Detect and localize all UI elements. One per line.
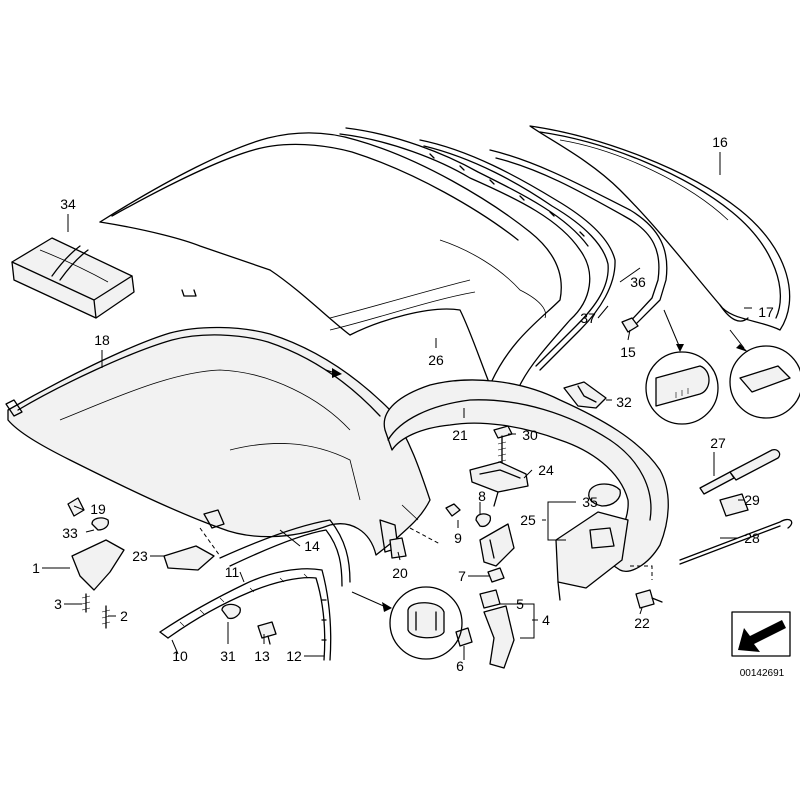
callout-33: 33 <box>62 525 78 541</box>
callout-4: 4 <box>542 612 550 628</box>
callout-11: 11 <box>225 564 240 580</box>
callout-16: 16 <box>712 134 728 150</box>
callout-36: 36 <box>630 274 646 290</box>
callout-8: 8 <box>478 488 486 504</box>
callout-25: 25 <box>520 512 536 528</box>
callout-30: 30 <box>522 427 538 443</box>
callout-37: 37 <box>580 310 596 326</box>
callout-31: 31 <box>220 648 236 664</box>
callout-20: 20 <box>392 565 408 581</box>
tools <box>679 448 793 565</box>
callout-27: 27 <box>710 435 726 451</box>
part-31-part-13 <box>221 603 277 645</box>
assembly-lines <box>199 527 653 580</box>
callout-10: 10 <box>172 648 188 664</box>
part-16-rear-glass <box>529 125 791 331</box>
callout-23: 23 <box>132 548 148 564</box>
part-25-panel <box>555 483 629 601</box>
callout-12: 12 <box>286 648 302 664</box>
callout-14: 14 <box>304 538 320 554</box>
seal-strips <box>339 127 668 386</box>
catalog-number: 00142691 <box>740 668 785 679</box>
callout-32: 32 <box>616 394 632 410</box>
callout-13: 13 <box>254 648 270 664</box>
catalog-reference-box: 00142691 <box>731 611 791 679</box>
part-24-clip <box>469 461 529 507</box>
callout-9: 9 <box>454 530 462 546</box>
callout-35: 35 <box>582 494 598 510</box>
hardtop-outer-shell <box>99 132 562 386</box>
detail-inset-seal-tube <box>645 351 719 425</box>
callout-28: 28 <box>744 530 760 546</box>
callout-labels: 16 34 36 37 17 18 26 15 32 21 30 27 24 1… <box>32 134 774 674</box>
callout-24: 24 <box>538 462 554 478</box>
callout-21: 21 <box>452 427 468 443</box>
part-30-bolt <box>493 425 513 467</box>
callout-26: 26 <box>428 352 444 368</box>
callout-6: 6 <box>456 658 464 674</box>
left-bracket-parts <box>67 497 125 629</box>
callout-1: 1 <box>32 560 40 576</box>
part-34-cover <box>11 237 135 319</box>
callout-34: 34 <box>60 196 76 212</box>
callout-29: 29 <box>744 492 760 508</box>
hinge-assembly <box>445 503 515 669</box>
callout-7: 7 <box>458 568 466 584</box>
callout-22: 22 <box>634 615 650 631</box>
detail-inset-glass-edge <box>729 345 800 419</box>
callout-18: 18 <box>94 332 110 348</box>
callout-3: 3 <box>54 596 62 612</box>
side-strips <box>159 519 351 661</box>
inset-arrows <box>325 309 748 612</box>
part-22-pin <box>635 589 663 609</box>
callout-15: 15 <box>620 344 636 360</box>
callout-2: 2 <box>120 608 128 624</box>
detail-inset-channel <box>389 586 463 660</box>
part-23-part-20 <box>163 537 407 571</box>
leader-lines <box>42 152 752 660</box>
direction-arrow-icon <box>738 620 786 652</box>
part-32-bracket <box>563 381 607 409</box>
callout-19: 19 <box>90 501 106 517</box>
callout-17: 17 <box>758 304 774 320</box>
part-21-frame <box>383 379 669 572</box>
part-18-headliner <box>5 326 431 556</box>
callout-5: 5 <box>516 596 524 612</box>
